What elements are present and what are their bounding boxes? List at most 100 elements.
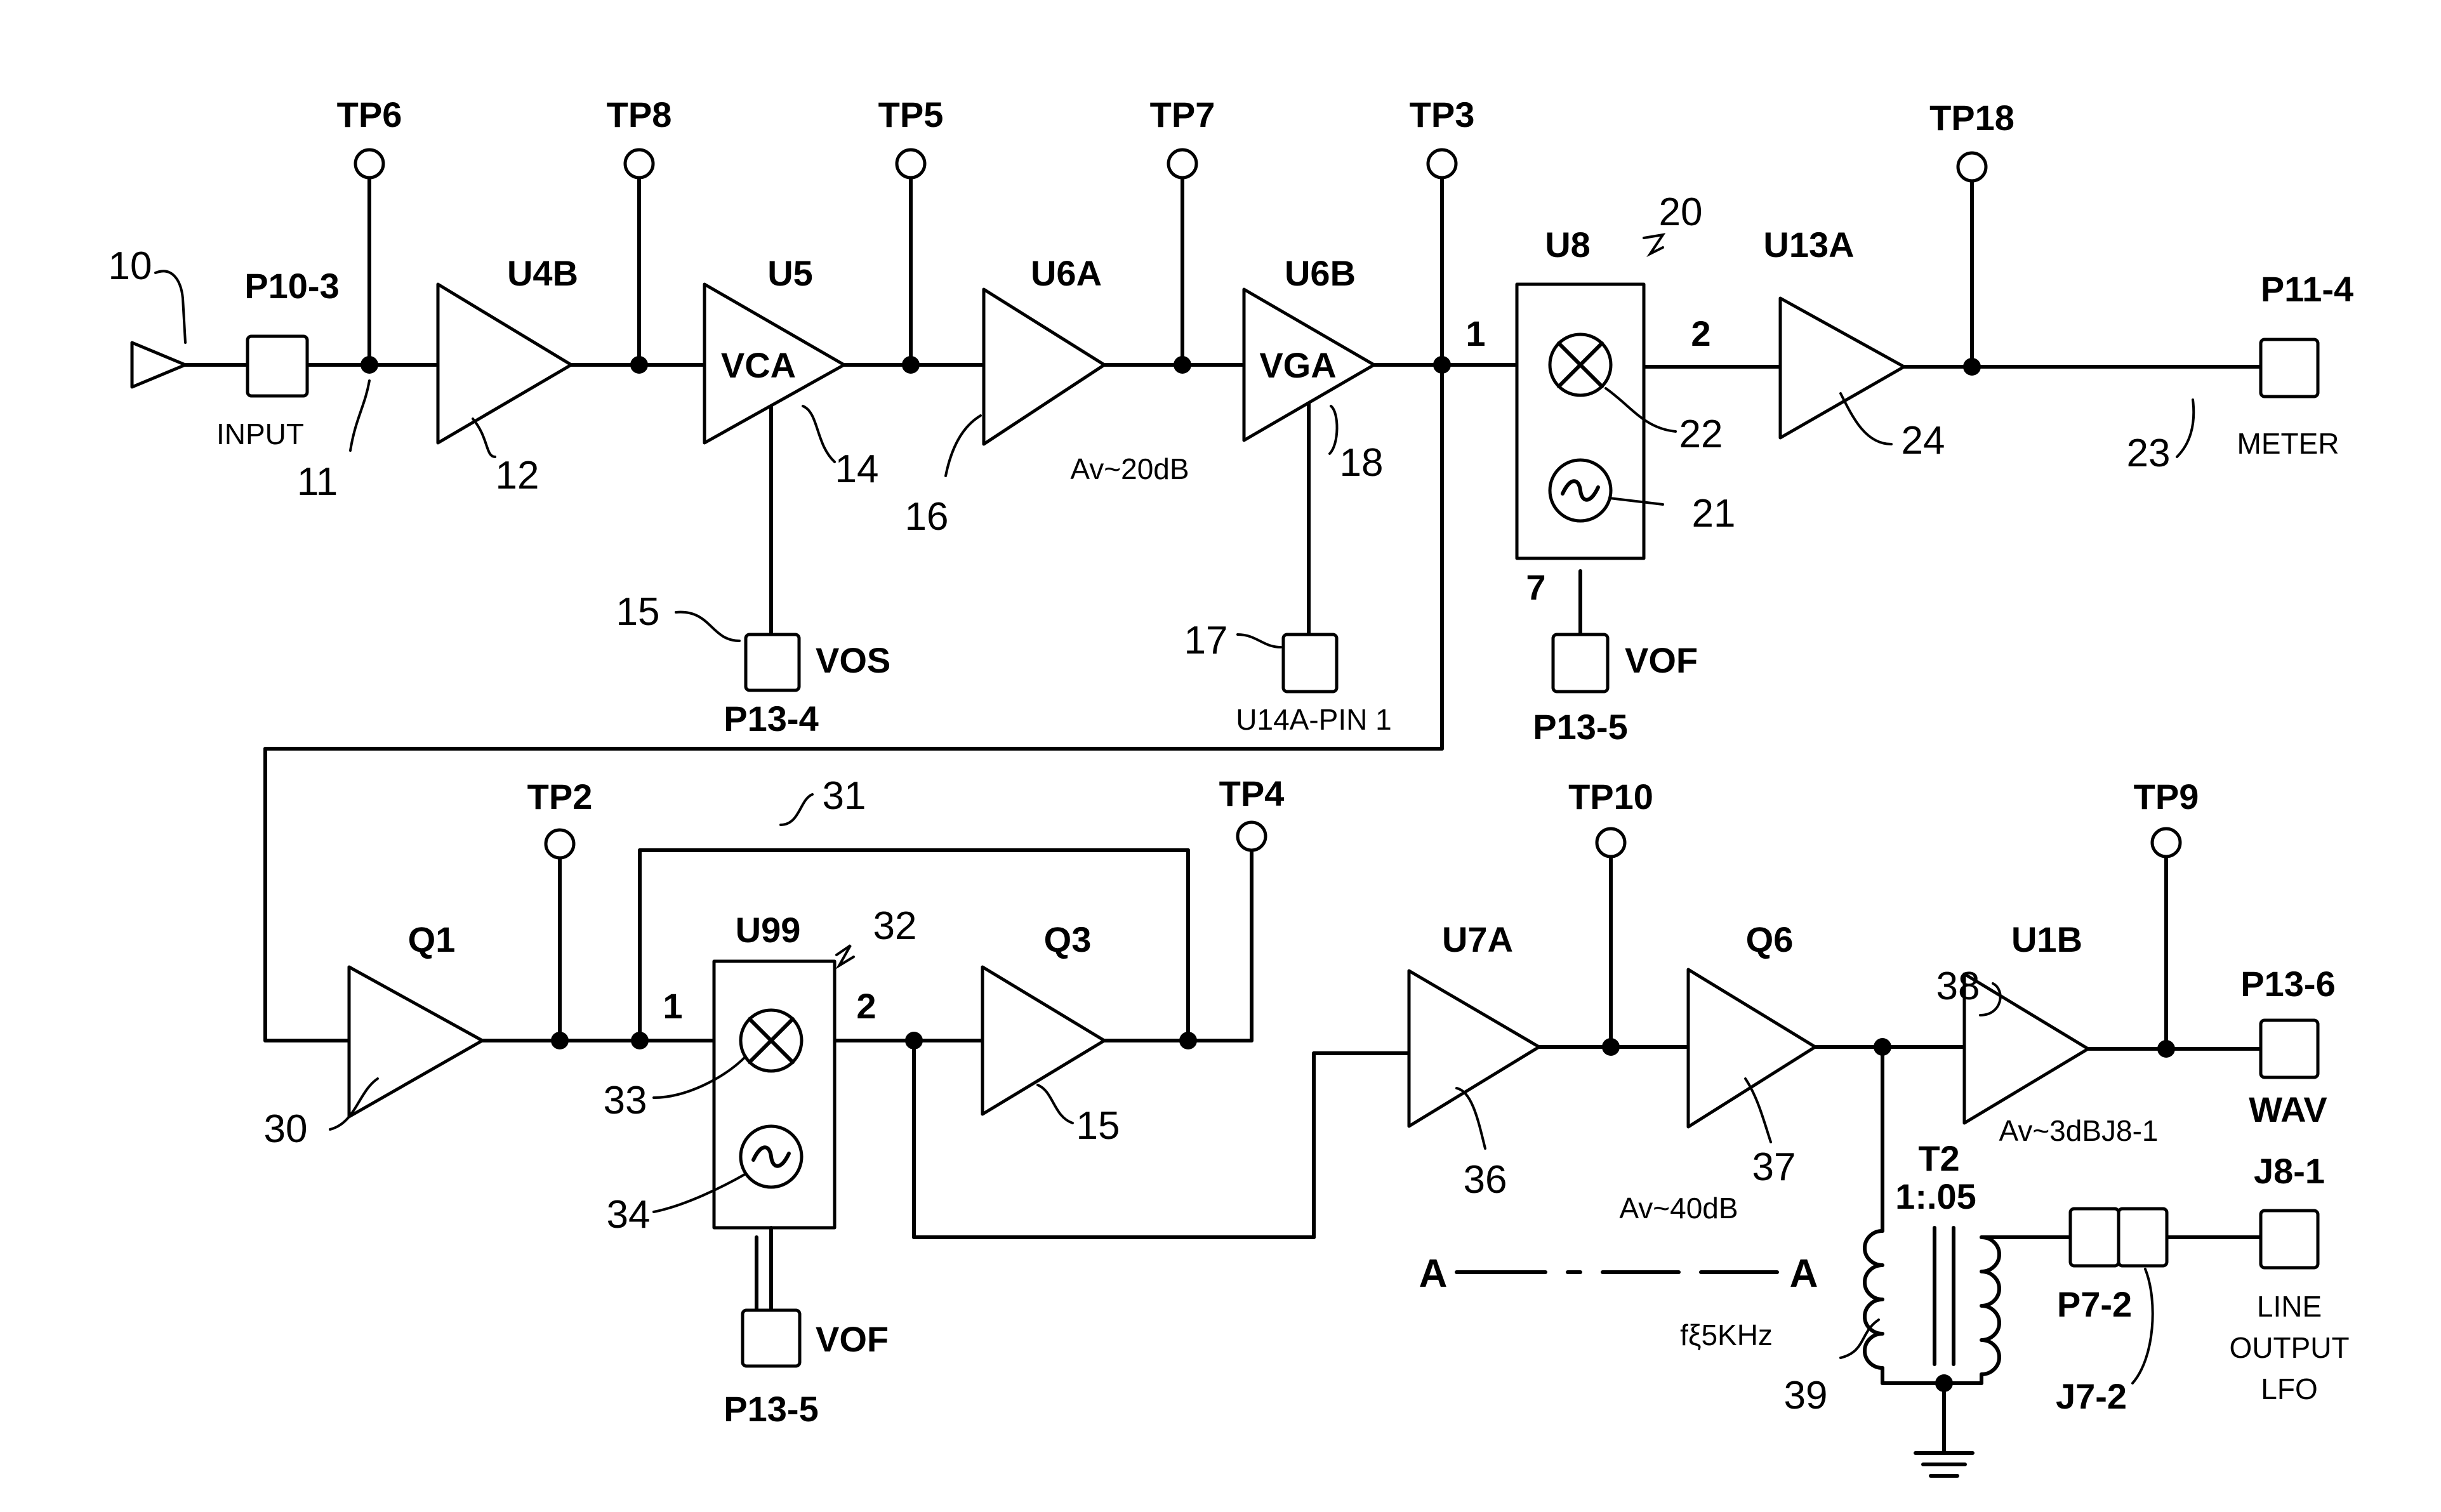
- j7-2-connector: [2119, 1209, 2167, 1266]
- u8-label: U8: [1545, 225, 1591, 265]
- vga-text: VGA: [1259, 345, 1336, 385]
- q1-label: Q1: [408, 919, 456, 959]
- ref-39: 39: [1784, 1374, 1828, 1417]
- t2-ratio-label: 1:.05: [1895, 1176, 1976, 1216]
- tp9-label: TP9: [2134, 777, 2199, 817]
- ref-37: 37: [1752, 1145, 1796, 1189]
- ref-22: 22: [1679, 412, 1723, 456]
- tp4-terminal: [1238, 822, 1266, 850]
- tp9-terminal: [2152, 829, 2180, 857]
- ref-30: 30: [264, 1107, 308, 1151]
- test-point-circles: [355, 150, 2180, 858]
- u6b-label: U6B: [1285, 253, 1356, 293]
- ref-15-top: 15: [616, 590, 660, 634]
- q6-amplifier: [1688, 970, 1815, 1127]
- input-label: INPUT: [216, 417, 304, 450]
- u1b-label: U1B: [2011, 919, 2082, 959]
- p11-4-meter-connector: [2261, 339, 2318, 397]
- p7-2-connector: [2070, 1209, 2119, 1266]
- ref-11: 11: [297, 460, 338, 504]
- wav-label: WAV: [2249, 1089, 2327, 1129]
- tp3-terminal: [1428, 150, 1456, 178]
- u7a-label: U7A: [1442, 919, 1513, 959]
- tp2-terminal: [546, 830, 574, 858]
- tp18-label: TP18: [1929, 98, 2014, 138]
- tp5-label: TP5: [878, 95, 944, 135]
- u99-pin1-label: 1: [663, 986, 682, 1026]
- tp3-label: TP3: [1410, 95, 1475, 135]
- ref-21: 21: [1692, 492, 1736, 536]
- u6a-amplifier: [984, 289, 1104, 444]
- u8-pin1-label: 1: [1465, 313, 1485, 353]
- transformer-labels: T2 1:.05 fξ5KHz: [1680, 1138, 1976, 1351]
- p13-5-vof-connector-bottom: [743, 1310, 800, 1366]
- u6a-label: U6A: [1031, 253, 1102, 293]
- ref-31: 31: [823, 774, 866, 818]
- t2-transformer: [1865, 1228, 1999, 1453]
- tp10-label: TP10: [1568, 777, 1653, 817]
- meter-label: METER: [2237, 427, 2339, 460]
- u14a-pin1-connector: [1283, 634, 1337, 692]
- p10-3-connector: [248, 336, 307, 396]
- p13-4-vos-connector: [746, 634, 799, 690]
- j7-2-label: J7-2: [2056, 1376, 2127, 1416]
- ref-33: 33: [604, 1079, 647, 1122]
- tp8-terminal: [625, 150, 653, 178]
- j8-1-line-output-connector: [2261, 1211, 2318, 1268]
- u1b-gain-label: Av~3dBJ8-1: [1999, 1114, 2158, 1147]
- p10-3-label: P10-3: [244, 266, 339, 306]
- ref-16: 16: [905, 495, 949, 539]
- u1b-amplifier: [1964, 974, 2088, 1123]
- vca-text: VCA: [721, 345, 796, 385]
- vos-label: VOS: [816, 640, 890, 680]
- ref-20: 20: [1659, 190, 1703, 234]
- ref-24: 24: [1902, 419, 1945, 463]
- ref-38: 38: [1936, 964, 1980, 1008]
- vof-bottom-label: VOF: [816, 1319, 889, 1359]
- ref-17: 17: [1184, 619, 1228, 662]
- frequency-label: fξ5KHz: [1680, 1318, 1773, 1351]
- output-label: OUTPUT: [2229, 1331, 2349, 1364]
- ref-12: 12: [496, 454, 539, 497]
- u8-pin7-label: 7: [1526, 567, 1545, 607]
- q6-gain-label: Av~40dB: [1619, 1192, 1738, 1225]
- vof-top-label: VOF: [1625, 640, 1698, 680]
- p7-2-label: P7-2: [2057, 1284, 2132, 1324]
- ref-10: 10: [109, 244, 152, 288]
- tp2-label: TP2: [527, 777, 593, 817]
- tp18-terminal: [1958, 153, 1986, 181]
- section-a-left: A: [1419, 1252, 1448, 1296]
- ref-32: 32: [873, 904, 917, 948]
- tp7-terminal: [1168, 150, 1196, 178]
- u5-label: U5: [767, 253, 813, 293]
- ref-18: 18: [1340, 441, 1384, 485]
- t2-label: T2: [1918, 1138, 1959, 1178]
- section-a-right: A: [1790, 1252, 1818, 1296]
- input-terminal-symbol: [132, 343, 185, 387]
- ref-36: 36: [1464, 1158, 1507, 1202]
- p13-4-label: P13-4: [724, 699, 818, 739]
- q3-label: Q3: [1044, 919, 1092, 959]
- u4b-amplifier: [438, 284, 571, 443]
- u8-pin2-label: 2: [1691, 313, 1710, 353]
- q1-amplifier: [349, 967, 482, 1117]
- u4b-label: U4B: [507, 253, 578, 293]
- tp4-label: TP4: [1219, 773, 1285, 813]
- p13-5-vof-connector-top: [1553, 634, 1608, 692]
- connector-labels: P10-3 INPUT P11-4 METER VOS P13-4 U14A-P…: [216, 266, 2353, 1429]
- u99-label: U99: [736, 910, 801, 950]
- tp10-terminal: [1597, 829, 1625, 857]
- u6a-gain-label: Av~20dB: [1070, 452, 1189, 485]
- p13-6-label: P13-6: [2240, 964, 2335, 1004]
- tp6-terminal: [355, 150, 383, 178]
- tp5-terminal: [897, 150, 925, 178]
- ground-icon: [1915, 1453, 1973, 1476]
- tp8-label: TP8: [607, 95, 672, 135]
- p13-5-bottom-label: P13-5: [724, 1389, 818, 1429]
- p13-6-wav-connector: [2261, 1020, 2318, 1077]
- ref-34: 34: [607, 1193, 651, 1237]
- top-row-wires: [185, 178, 2261, 1041]
- ref-14: 14: [835, 447, 879, 491]
- tp7-label: TP7: [1150, 95, 1215, 135]
